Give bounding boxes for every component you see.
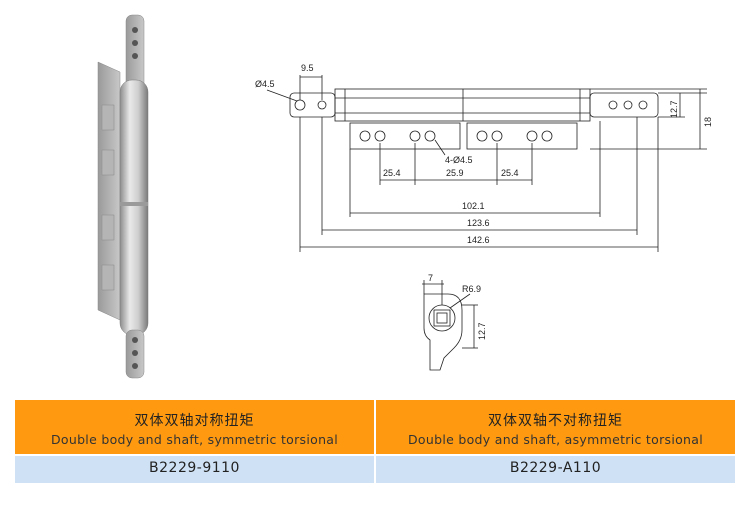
- name-en-asymmetric: Double body and shaft, asymmetric torsio…: [407, 432, 704, 447]
- table-header-symmetric: 双体双轴对称扭矩 Double body and shaft, symmetri…: [15, 400, 374, 454]
- length-3-label: 142.6: [467, 235, 490, 245]
- model-cell-symmetric: B2229-9110: [15, 456, 374, 483]
- height-inner-label: 12.7: [669, 100, 679, 118]
- name-zh-asymmetric: 双体双轴不对称扭矩: [488, 413, 623, 429]
- hole-diameter-label: Ø4.5: [255, 79, 275, 89]
- model-number-symmetric: B2229-9110: [149, 460, 240, 476]
- hinge-product-photo: [90, 10, 170, 380]
- name-en-symmetric: Double body and shaft, symmetric torsion…: [50, 432, 339, 447]
- model-cell-asymmetric: B2229-A110: [376, 456, 735, 483]
- pitch-right-label: 25.4: [501, 168, 519, 178]
- pitch-left-label: 25.4: [383, 168, 401, 178]
- name-zh-symmetric: 双体双轴对称扭矩: [134, 413, 255, 429]
- model-table: 双体双轴对称扭矩 Double body and shaft, symmetri…: [15, 400, 735, 483]
- length-1-label: 102.1: [462, 201, 485, 211]
- section-height-label: 12.7: [477, 322, 487, 340]
- section-width-label: 7: [428, 273, 433, 283]
- hinge-cross-section: 7 R6.9 12.7: [400, 270, 510, 380]
- hinge-technical-drawing: Ø4.5 9.5 25.4 25.9 25.4 4-Ø4.5 102.1 123…: [245, 55, 715, 270]
- table-header-asymmetric: 双体双轴不对称扭矩 Double body and shaft, asymmet…: [376, 400, 735, 454]
- pitch-middle-label: 25.9: [446, 168, 464, 178]
- length-2-label: 123.6: [467, 218, 490, 228]
- mount-holes-label: 4-Ø4.5: [445, 155, 473, 165]
- section-radius-label: R6.9: [462, 284, 481, 294]
- hole-offset-label: 9.5: [301, 63, 314, 73]
- height-outer-label: 18: [703, 117, 713, 127]
- model-number-asymmetric: B2229-A110: [509, 460, 602, 476]
